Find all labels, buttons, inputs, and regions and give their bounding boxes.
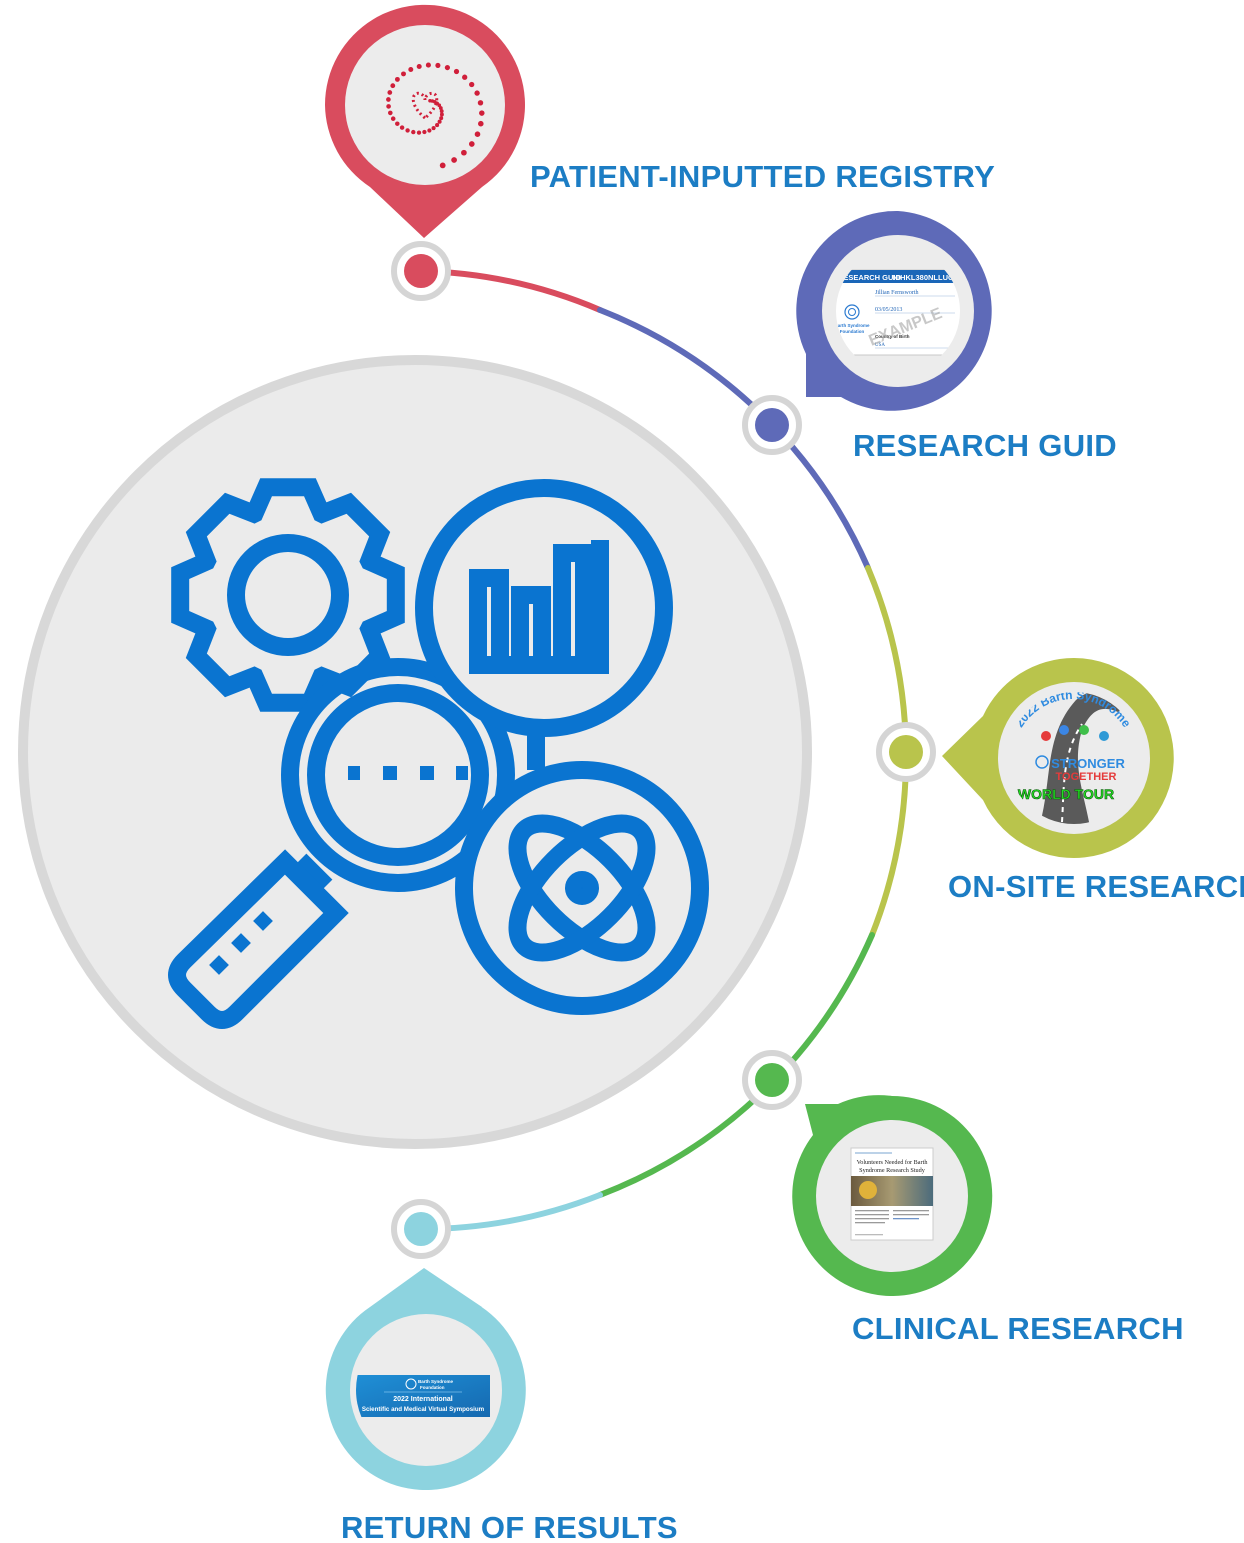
tour-badge-line3: WORLD TOUR [1018, 786, 1114, 802]
arc-node-clinical [742, 1050, 802, 1110]
spiral-dot [431, 126, 436, 131]
spiral-dot [405, 128, 410, 133]
guid-card-date: 03/05/2013 [875, 307, 902, 313]
label-clinical-research: CLINICAL RESEARCH [852, 1311, 1184, 1346]
spiral-dot [474, 90, 480, 96]
tour-badge-line1: STRONGER [1051, 756, 1125, 771]
spiral-dot [439, 112, 444, 117]
label-patient-inputted-registry: PATIENT-INPUTTED REGISTRY [530, 159, 995, 194]
spiral-dot [451, 157, 457, 163]
heart-icon [411, 91, 439, 120]
magnifier-icon [168, 658, 515, 1029]
symposium-line2: Scientific and Medical Virtual Symposium [362, 1406, 485, 1413]
spiral-dot [439, 116, 444, 121]
guid-card-org-line1: Barth Syndrome [834, 323, 870, 328]
spiral-dot [477, 100, 484, 106]
bar-chart-circle-icon [415, 479, 673, 770]
arc-node-guid [742, 395, 802, 455]
guid-card-name: Jillian Fernsworth [875, 290, 919, 296]
spiral-dot [469, 81, 475, 88]
spiral-dot [427, 128, 432, 133]
label-return-of-results: RETURN OF RESULTS [341, 1510, 678, 1543]
spiral-dot [479, 110, 485, 116]
gear-icon [171, 478, 405, 712]
label-on-site-research: ON-SITE RESEARCH [948, 869, 1244, 904]
spiral-dot [395, 121, 400, 126]
guid-card-header-left: RESEARCH GUID [838, 273, 902, 282]
symposium-banner-thumbnail: Barth Syndrome Foundation 2022 Internati… [356, 1375, 490, 1417]
label-research-guid: RESEARCH GUID [853, 428, 1117, 463]
guid-card-header-right: NIHKL380NLLUG6 [893, 273, 958, 282]
guid-card-country: USA [875, 343, 885, 348]
center-circle [18, 355, 812, 1149]
news-article-title-line2: Syndrome Research Study [859, 1167, 926, 1174]
pin-research-guid[interactable]: RESEARCH GUID NIHKL380NLLUG6 Jillian Fer… [796, 210, 992, 411]
spiral-dot [437, 119, 442, 124]
guid-card-country-label: Country of Birth [875, 334, 910, 339]
spiral-dot [387, 90, 393, 95]
tour-badge-line2: TOGETHER [1056, 771, 1117, 783]
spiral-dot [408, 67, 414, 72]
spiral-dot [474, 131, 481, 137]
spiral-dot [394, 76, 400, 82]
news-article-title-line1: Volunteers Needed for Barth [857, 1159, 929, 1166]
spiral-dot [388, 110, 393, 116]
spiral-dot [435, 62, 441, 68]
spiral-dot [468, 141, 475, 147]
spiral-dot [435, 123, 440, 128]
spiral-dot [386, 97, 391, 102]
guid-card-thumbnail: RESEARCH GUID NIHKL380NLLUG6 Jillian Fer… [834, 269, 960, 356]
arc-node-onsite [876, 722, 936, 782]
research-analytics-icon [168, 478, 709, 1029]
pin-return-of-results[interactable]: Barth Syndrome Foundation 2022 Internati… [325, 1268, 526, 1490]
symposium-line1: 2022 International [393, 1396, 453, 1403]
spiral-dot [461, 149, 467, 156]
spiral-dot [399, 125, 405, 130]
spiral-dot [478, 120, 484, 127]
spiral-dot [422, 129, 427, 135]
atom-circle-icon [455, 761, 709, 1015]
pin-patient-inputted-registry[interactable] [324, 4, 525, 239]
arc-node-results [391, 1199, 451, 1259]
spiral-dot [390, 116, 396, 121]
arc-node-registry [391, 241, 451, 301]
spiral-dot [453, 68, 460, 75]
news-article-thumbnail: Volunteers Needed for Barth Syndrome Res… [850, 1147, 934, 1241]
pin-on-site-research[interactable]: 2022 Barth Syndrome STRONGER TOGETHER WO… [942, 657, 1174, 858]
spiral-dot [411, 129, 416, 135]
spiral-dot [425, 62, 431, 68]
spiral-dot [438, 106, 443, 110]
symposium-org-line2: Foundation [420, 1385, 445, 1390]
spiral-dot [416, 130, 422, 135]
spiral-dot [386, 104, 391, 109]
guid-card-org-line2: Foundation [840, 329, 865, 334]
spiral-dot [416, 63, 422, 70]
spiral-dot [444, 65, 450, 71]
spiral-heart-logo [386, 62, 485, 169]
spiral-dot [401, 71, 406, 77]
pin-clinical-research[interactable]: Volunteers Needed for Barth Syndrome Res… [792, 1095, 993, 1296]
symposium-org-line1: Barth Syndrome [418, 1379, 454, 1384]
spiral-dot [439, 162, 446, 169]
spiral-dot [462, 74, 468, 80]
spiral-dot [390, 83, 396, 89]
spiral-dot [439, 109, 444, 114]
